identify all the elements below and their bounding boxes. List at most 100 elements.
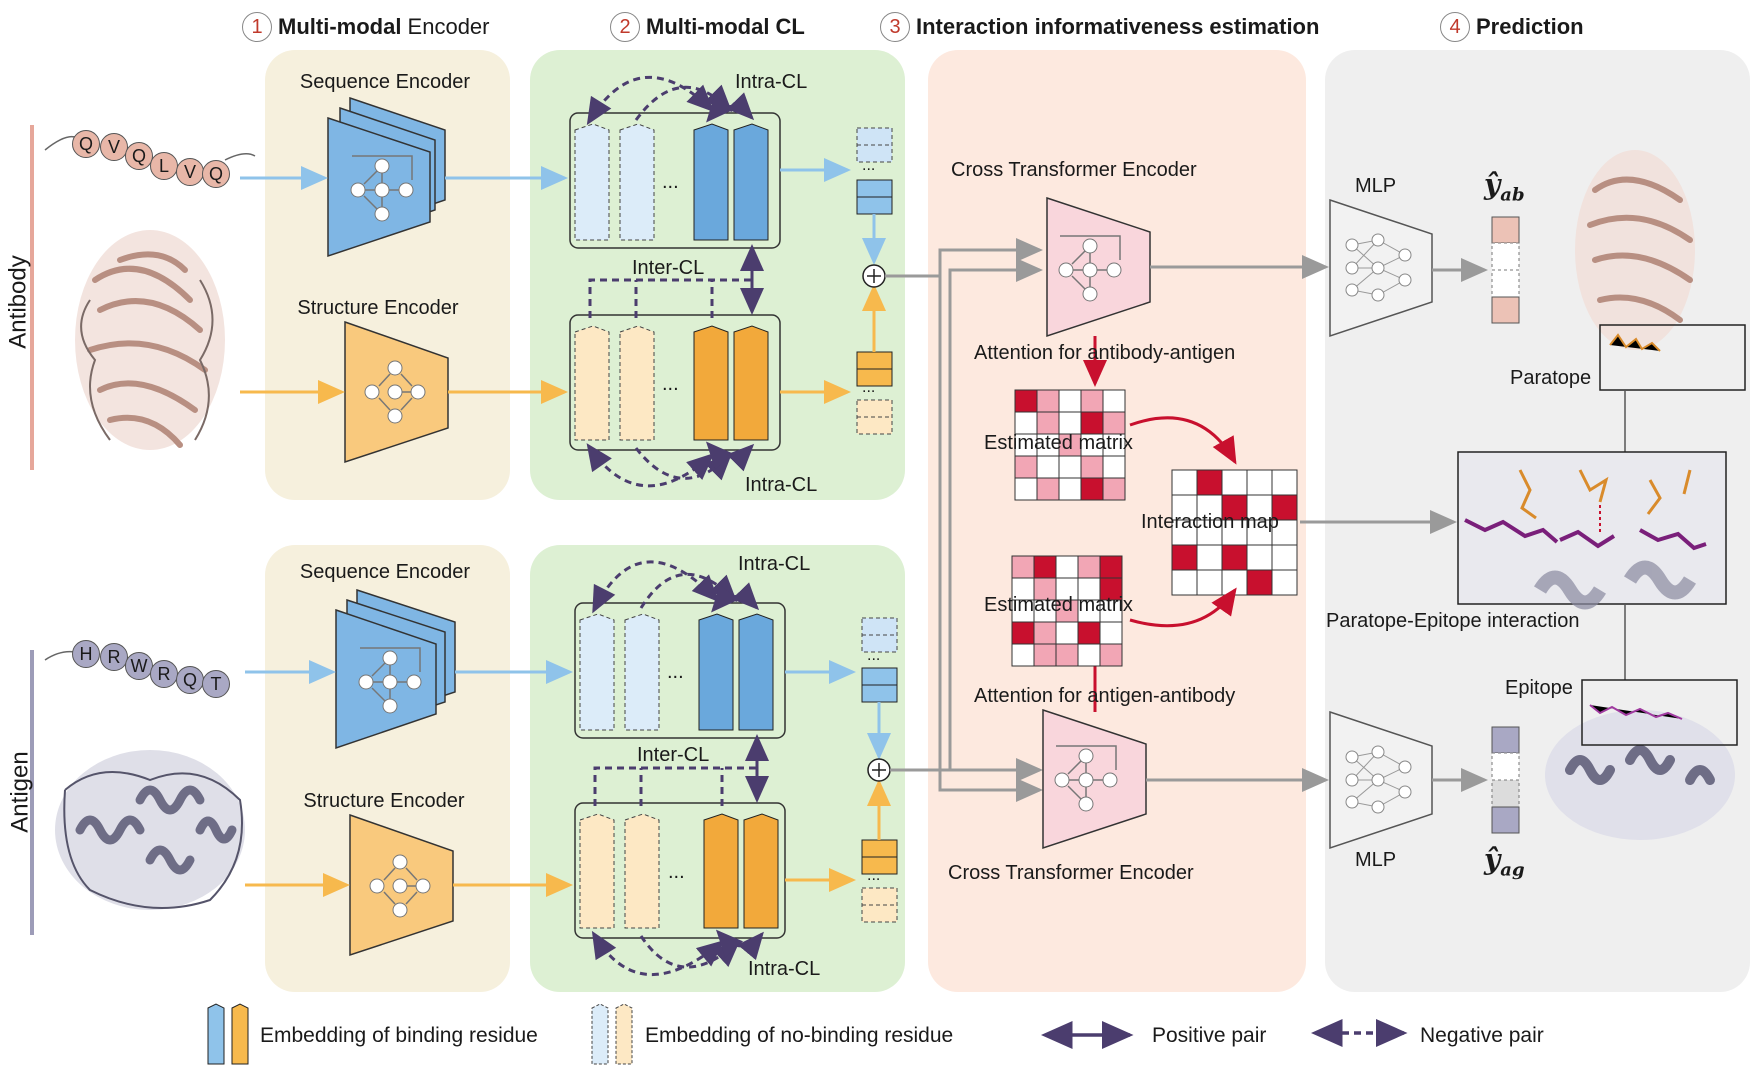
matrix-cell xyxy=(1058,477,1082,501)
antibody-residue: Q xyxy=(202,160,230,188)
cte-bottom-shape xyxy=(1042,708,1147,850)
matrix-cell xyxy=(1246,469,1273,496)
ag-seq-dots: ... xyxy=(667,661,684,683)
section-number: 2 xyxy=(610,12,640,42)
legend-nobinding-label: Embedding of no-binding residue xyxy=(645,1024,954,1047)
matrix-cell xyxy=(1014,477,1038,501)
ab-pooled-struct-dots: ... xyxy=(862,379,876,396)
y-ag-base: ŷ xyxy=(1484,843,1501,876)
section-number: 4 xyxy=(1440,12,1470,42)
matrix-cell xyxy=(1171,544,1198,571)
epitope-box xyxy=(1581,679,1738,746)
legend-binding-icon xyxy=(207,1003,249,1065)
matrix-cell xyxy=(1014,411,1038,435)
matrix-cell xyxy=(1058,455,1082,479)
matrix-cell xyxy=(1221,544,1248,571)
ab-seq-encoder-label: Sequence Encoder xyxy=(299,71,471,93)
ab-sequence-encoder-shape xyxy=(327,96,446,258)
matrix-cell xyxy=(1102,477,1126,501)
matrix-cell xyxy=(1058,389,1082,413)
estimated-matrix-bottom xyxy=(1011,555,1123,667)
matrix-cell xyxy=(1077,643,1101,667)
matrix-cell xyxy=(1036,477,1060,501)
ab-pooled-seq xyxy=(856,127,893,215)
paratope-protein-image xyxy=(1575,150,1695,352)
antigen-residue: Q xyxy=(176,666,204,694)
antibody-side-label: Antibody xyxy=(4,255,32,349)
matrix-cell xyxy=(1033,643,1057,667)
attention-ag-label: Attention for antigen-antibody xyxy=(974,685,1236,707)
matrix-cell xyxy=(1196,569,1223,596)
ag-struct-dots: ... xyxy=(668,861,685,883)
matrix-cell xyxy=(1033,555,1057,579)
matrix-cell xyxy=(1221,519,1248,546)
cte-bottom-label: Cross Transformer Encoder xyxy=(948,862,1194,884)
matrix-cell xyxy=(1271,569,1298,596)
matrix-cell xyxy=(1014,455,1038,479)
antibody-structure-image xyxy=(75,230,225,450)
y-ag-vector xyxy=(1491,726,1520,834)
matrix-cell xyxy=(1011,621,1035,645)
ag-sequence-encoder-shape xyxy=(335,588,456,750)
matrix-cell xyxy=(1058,411,1082,435)
antigen-residue: W xyxy=(125,652,153,680)
ag-struct-embeddings xyxy=(579,813,779,929)
ag-pooled-struct-dots: ... xyxy=(867,867,881,884)
y-ab-symbol: ŷab xyxy=(1484,168,1525,206)
paratope-box xyxy=(1599,324,1746,391)
estimated-matrix-top-label: Estimated matrix xyxy=(984,432,1133,454)
antibody-residue: V xyxy=(176,158,204,186)
antibody-residue: Q xyxy=(125,142,153,170)
ag-pooled-seq-dots: ... xyxy=(867,647,881,664)
antibody-residue: L xyxy=(150,152,178,180)
matrix-cell xyxy=(1077,555,1101,579)
matrix-cell xyxy=(1099,555,1123,579)
matrix-cell xyxy=(1196,469,1223,496)
section-header-1: 1 Multi-modal Encoder xyxy=(242,12,490,42)
ab-seq-dots: ... xyxy=(662,171,679,193)
matrix-cell xyxy=(1102,411,1126,435)
matrix-cell xyxy=(1080,389,1104,413)
matrix-cell xyxy=(1055,643,1079,667)
mlp-top-label: MLP xyxy=(1355,175,1397,197)
pe-interaction-label: Paratope-Epitope interaction xyxy=(1326,610,1580,632)
y-ab-vector xyxy=(1491,216,1520,324)
matrix-cell xyxy=(1099,621,1123,645)
ab-pooled-seq-dots: ... xyxy=(862,157,876,174)
y-ag-sub: ag xyxy=(1500,859,1525,881)
section-title-rest: Encoder xyxy=(401,14,490,39)
legend-negative-label: Negative pair xyxy=(1420,1024,1544,1047)
matrix-cell xyxy=(1077,621,1101,645)
matrix-cell xyxy=(1246,519,1273,546)
estimated-matrix-top xyxy=(1014,389,1126,501)
matrix-cell xyxy=(1036,455,1060,479)
estimated-matrix-bottom-label: Estimated matrix xyxy=(984,594,1133,616)
matrix-cell xyxy=(1014,389,1038,413)
antigen-side-label: Antigen xyxy=(6,751,34,833)
legend-binding-label: Embedding of binding residue xyxy=(260,1024,538,1047)
ab-seq-embeddings xyxy=(574,123,769,241)
matrix-cell xyxy=(1011,555,1035,579)
mlp-bottom-label: MLP xyxy=(1355,849,1397,871)
interaction-map-matrix xyxy=(1171,469,1298,596)
ab-struct-dots: ... xyxy=(662,373,679,395)
section-title-bold: Multi-modal xyxy=(278,14,402,39)
antigen-side-bar xyxy=(30,650,34,935)
antibody-side-bar xyxy=(30,125,34,470)
cte-top-label: Cross Transformer Encoder xyxy=(951,159,1197,181)
legend-nobinding-icon xyxy=(591,1003,633,1065)
matrix-cell xyxy=(1102,389,1126,413)
ag-inter-cl-label: Inter-CL xyxy=(637,744,710,766)
matrix-cell xyxy=(1196,544,1223,571)
section-header-4: 4 Prediction xyxy=(1440,12,1584,42)
matrix-cell xyxy=(1271,544,1298,571)
matrix-cell xyxy=(1080,455,1104,479)
matrix-cell xyxy=(1036,389,1060,413)
ab-fusion-plus xyxy=(862,264,886,288)
pe-interaction-image xyxy=(1457,451,1727,610)
section-title-bold: Multi-modal CL xyxy=(646,14,805,39)
antibody-residue: V xyxy=(100,133,128,161)
panel-interaction xyxy=(928,50,1306,992)
